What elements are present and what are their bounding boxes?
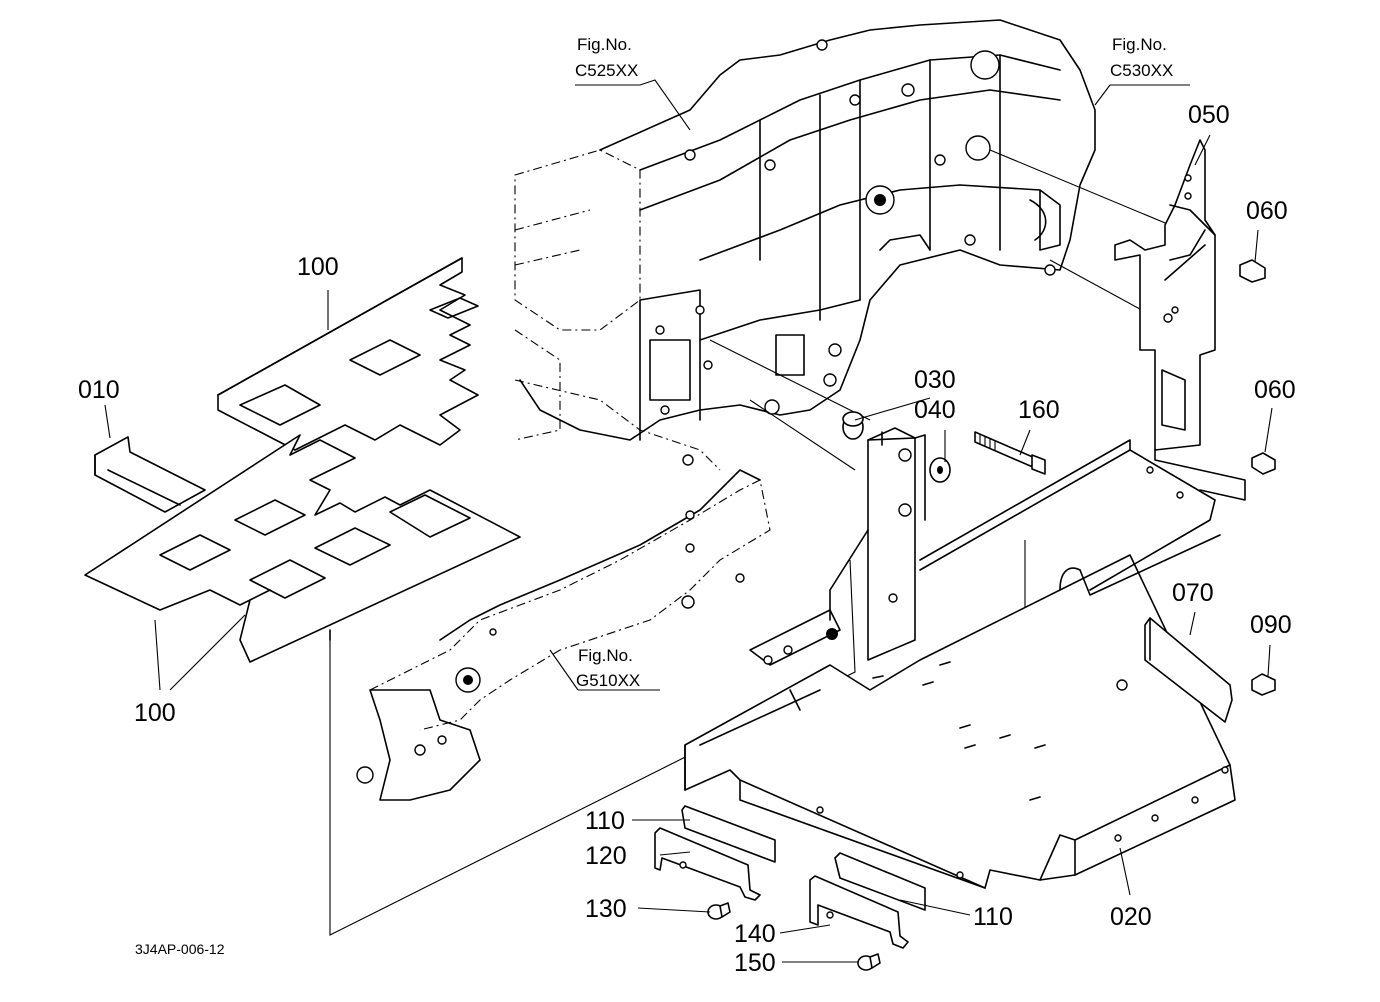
fig-c530-line1: Fig.No. <box>1112 35 1167 54</box>
transmission-housing <box>514 19 1096 471</box>
fig-c530-line2: C530XX <box>1110 61 1173 80</box>
part-050-bracket <box>1114 139 1246 501</box>
part-010-plate <box>94 436 206 513</box>
part-110-pad-right <box>834 852 926 911</box>
fig-c525-line1: Fig.No. <box>577 35 632 54</box>
figure-references: Fig.No. C525XX Fig.No. C530XX Fig.No. G5… <box>575 35 1173 690</box>
part-040-washer <box>929 457 951 483</box>
part-100-upper-sheet <box>217 257 479 451</box>
callout-140: 140 <box>734 920 776 948</box>
fig-c525-line2: C525XX <box>575 61 638 80</box>
part-020-battery-tray <box>684 427 1236 889</box>
callout-040: 040 <box>914 396 956 424</box>
fig-g510-line1: Fig.No. <box>578 646 633 665</box>
part-150-screw <box>857 953 881 971</box>
diagram-code: 3J4AP-006-12 <box>135 941 225 957</box>
callout-110-left: 110 <box>585 807 625 835</box>
part-030-bushing <box>842 411 864 440</box>
callout-130: 130 <box>585 895 627 923</box>
callout-110-right: 110 <box>973 903 1013 931</box>
part-060-bolt-upper <box>1239 259 1266 283</box>
callout-100-top: 100 <box>297 253 339 281</box>
callout-leaders <box>104 79 1273 963</box>
callout-160: 160 <box>1018 396 1060 424</box>
part-130-screw <box>707 902 731 920</box>
callout-050: 050 <box>1188 101 1230 129</box>
fig-g510-line2: G510XX <box>576 671 640 690</box>
part-100-lower-sheet <box>84 434 521 663</box>
part-090-bolt <box>1251 673 1276 696</box>
callout-010: 010 <box>78 376 120 404</box>
callout-150: 150 <box>734 949 776 977</box>
callout-120: 120 <box>585 842 627 870</box>
main-frame-outline <box>356 469 771 801</box>
callout-030: 030 <box>914 366 956 394</box>
part-callouts: 010 100 100 030 040 160 050 060 060 070 … <box>78 101 1296 977</box>
callout-100-bottom: 100 <box>134 699 176 727</box>
callout-070: 070 <box>1172 579 1214 607</box>
callout-060-lower: 060 <box>1254 376 1296 404</box>
part-110-pad-left <box>681 805 776 863</box>
part-070-pad <box>1144 617 1233 723</box>
part-160-bolt <box>974 431 1046 475</box>
part-120-clip-left <box>654 827 761 901</box>
part-060-bolt-lower <box>1251 452 1276 475</box>
callout-090: 090 <box>1250 611 1292 639</box>
callout-020: 020 <box>1110 903 1152 931</box>
part-140-clip-right <box>809 875 909 949</box>
callout-060-upper: 060 <box>1246 197 1288 225</box>
